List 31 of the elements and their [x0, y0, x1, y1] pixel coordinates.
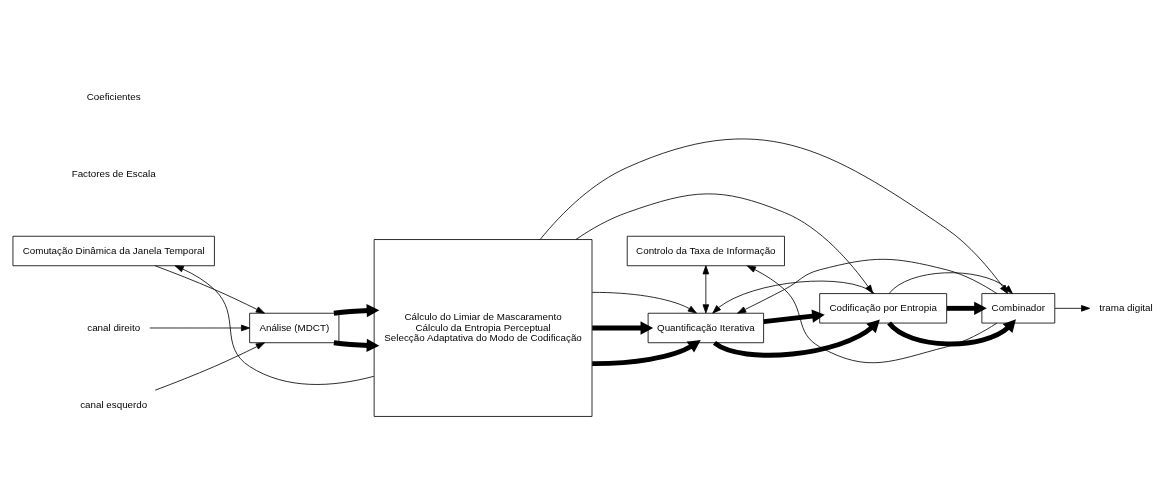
arrow [763, 309, 825, 325]
node-box: Análise (MDCT) [249, 312, 340, 344]
arrow [333, 303, 380, 318]
arrow [737, 258, 998, 314]
arrow [1054, 305, 1091, 312]
arrow [946, 301, 987, 315]
node-box: Comutação Dinâmica da Janela Temporal [12, 235, 215, 267]
node-box: Quantificação Iterativa [647, 312, 764, 344]
legend-label: Factores de Escala [71, 167, 156, 179]
arrow [575, 193, 874, 294]
node-text: canal direito [87, 321, 141, 333]
node-text: trama digital [1099, 301, 1153, 313]
node-box: Controlo da Taxa de Informação [626, 235, 785, 267]
arrow [154, 265, 265, 314]
legend-label: Coeficientes [86, 90, 141, 102]
arrow [592, 339, 701, 367]
arrow [712, 280, 875, 314]
arrow [592, 321, 654, 335]
arrow [591, 291, 697, 314]
arrow [702, 265, 710, 314]
arrow [887, 319, 1016, 347]
arrow [174, 265, 375, 385]
node-box: Combinador [981, 293, 1056, 324]
node-box: Codificação por Entropia [819, 293, 948, 324]
node-box: Cálculo do Limiar de Mascaramento Cálculo da Entropia Perceptual Selecção Adaptativa do Modo de Codificação [373, 239, 593, 417]
arrow [746, 265, 998, 364]
arrow [154, 342, 265, 391]
arrow [713, 319, 880, 358]
arrow [333, 338, 380, 352]
node-text: canal esquerdo [80, 398, 148, 410]
arrow [149, 324, 251, 332]
